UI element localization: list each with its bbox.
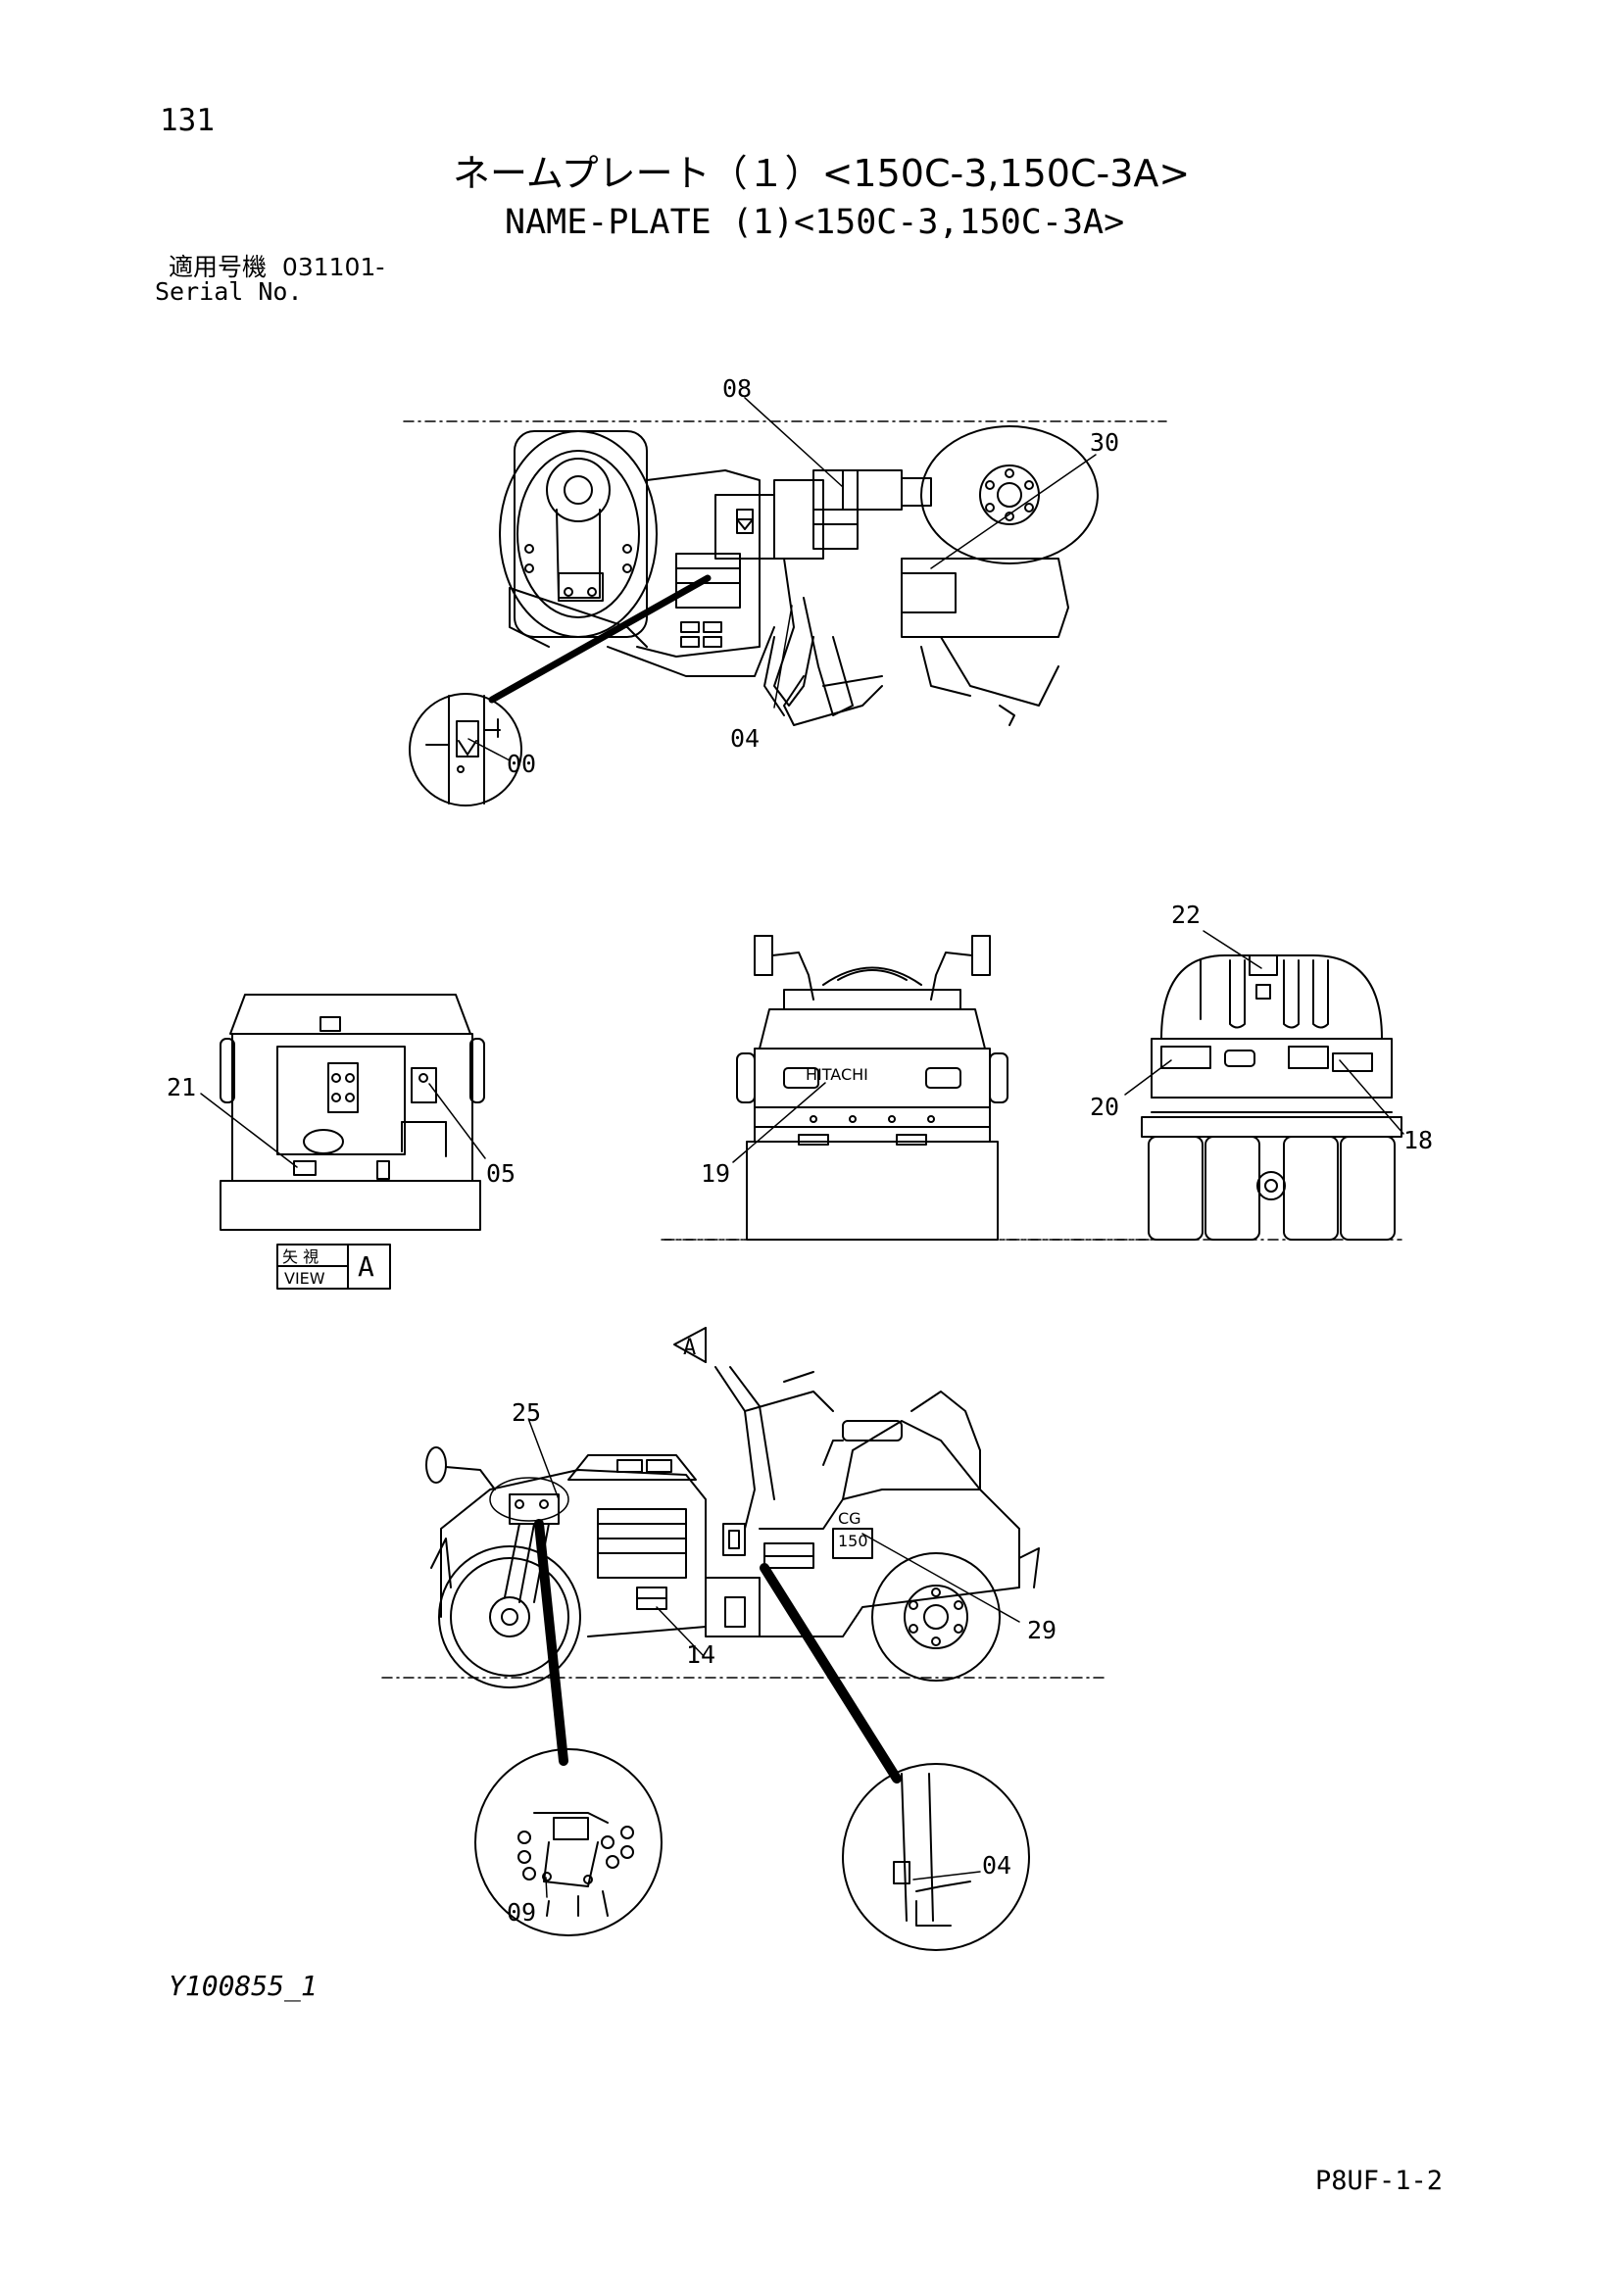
callout-22: 22 <box>1171 901 1201 929</box>
callout-00: 00 <box>507 750 536 778</box>
page-code: P8UF-1-2 <box>1315 2166 1444 2196</box>
front-view-drawing <box>664 954 1402 1241</box>
serial-value: 031101- <box>281 253 385 281</box>
serial-label-japanese: 適用号機 <box>169 253 268 281</box>
detail-connectors-side <box>534 1519 902 1783</box>
callout-21: 21 <box>167 1073 196 1101</box>
highlight-ellipse <box>489 1477 569 1522</box>
callout-19: 19 <box>701 1159 730 1188</box>
page-title-english: NAME-PLATE (1)<150C-3,150C-3A> <box>505 203 1125 242</box>
view-a-drawing <box>220 994 485 1231</box>
callout-20: 20 <box>1090 1093 1119 1121</box>
callout-29: 29 <box>1027 1616 1057 1644</box>
callout-05: 05 <box>486 1159 516 1188</box>
detail-circle-top <box>409 574 712 806</box>
view-arrow-letter: A <box>683 1336 696 1360</box>
leader-lines-front <box>1124 930 1404 1135</box>
detail-circle-04 <box>842 1763 1030 1951</box>
view-label-letter: A <box>358 1250 374 1283</box>
callout-04-top: 04 <box>730 724 760 753</box>
callout-numbers: 08 30 04 00 21 05 19 22 20 18 25 14 29 0… <box>167 374 1433 1927</box>
callout-30: 30 <box>1090 428 1119 457</box>
callout-09: 09 <box>507 1898 536 1927</box>
leader-line-04-bottom <box>912 1871 981 1881</box>
view-label-english: VIEW <box>284 1269 325 1288</box>
drum-decal-text: HITACHI <box>806 1065 868 1084</box>
leader-lines-rear <box>732 1082 826 1163</box>
callout-08: 08 <box>722 374 752 403</box>
figure-code: Y100855_1 <box>169 1970 318 2002</box>
serial-range: 適用号機 031101- <box>169 255 384 279</box>
leader-line-09 <box>545 1877 548 1898</box>
page-title-japanese: ネームプレート（１）<150C-3,150C-3A> <box>453 152 1191 195</box>
detail-circle-09 <box>474 1748 663 1936</box>
view-label-japanese: 矢 視 <box>282 1247 319 1266</box>
leader-lines-view-a <box>200 1083 486 1168</box>
callout-18: 18 <box>1403 1126 1433 1154</box>
leader-lines-top <box>467 397 1097 761</box>
rear-view-drawing <box>661 935 1167 1241</box>
callout-25: 25 <box>512 1398 541 1427</box>
side-decal-text-1: CG <box>838 1509 861 1528</box>
top-view-drawing <box>403 420 1167 726</box>
side-decal-text-2: 150 <box>838 1532 868 1550</box>
callout-14: 14 <box>686 1640 715 1669</box>
leader-lines-side <box>528 1420 1020 1657</box>
callout-04-bottom: 04 <box>982 1851 1011 1880</box>
side-view-drawing <box>381 1327 1108 1688</box>
view-a-label-box <box>276 1244 391 1290</box>
serial-label-english: Serial No. <box>155 277 303 306</box>
page-number: 131 <box>160 103 215 138</box>
